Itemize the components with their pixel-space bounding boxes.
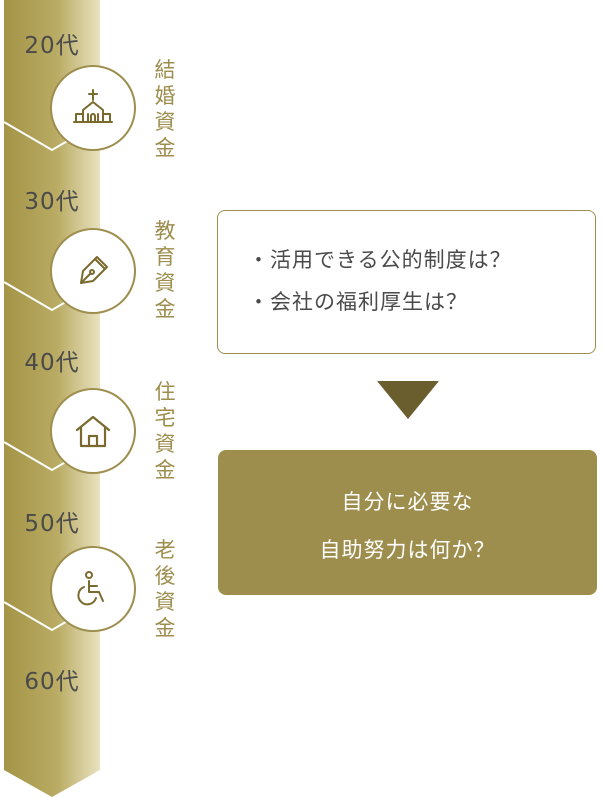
age-label-30s: 30代 xyxy=(24,189,80,215)
question-list: 活用できる公的制度は？ 会社の福利厚生は？ xyxy=(218,211,595,323)
age-label-20s: 20代 xyxy=(24,33,80,59)
stage-label-wedding: 結婚資金 xyxy=(154,58,176,160)
retirement-stage-circle xyxy=(50,546,136,632)
housing-stage-circle xyxy=(50,388,136,474)
age-label-40s: 40代 xyxy=(24,350,80,376)
stage-label-housing: 住宅資金 xyxy=(154,380,176,482)
answer-line-2: 自助努力は何か？ xyxy=(319,538,496,562)
house-icon xyxy=(75,415,111,448)
education-stage-circle xyxy=(50,228,136,314)
question-box: 活用できる公的制度は？ 会社の福利厚生は？ xyxy=(217,210,596,354)
stage-label-retirement: 老後資金 xyxy=(154,538,176,640)
church-icon xyxy=(73,89,113,123)
answer-box: 自分に必要な 自助努力は何か？ xyxy=(218,450,597,595)
question-company-benefits: 会社の福利厚生は？ xyxy=(248,281,595,323)
stage-label-education: 教育資金 xyxy=(154,219,176,321)
wheelchair-icon xyxy=(77,571,104,606)
wedding-stage-circle xyxy=(50,65,136,151)
age-label-50s: 50代 xyxy=(24,511,80,537)
answer-line-1: 自分に必要な xyxy=(341,490,474,514)
age-label-60s: 60代 xyxy=(24,669,80,695)
down-arrow-icon xyxy=(377,381,439,419)
fountain-pen-icon xyxy=(80,256,108,284)
question-public-systems: 活用できる公的制度は？ xyxy=(248,239,595,281)
